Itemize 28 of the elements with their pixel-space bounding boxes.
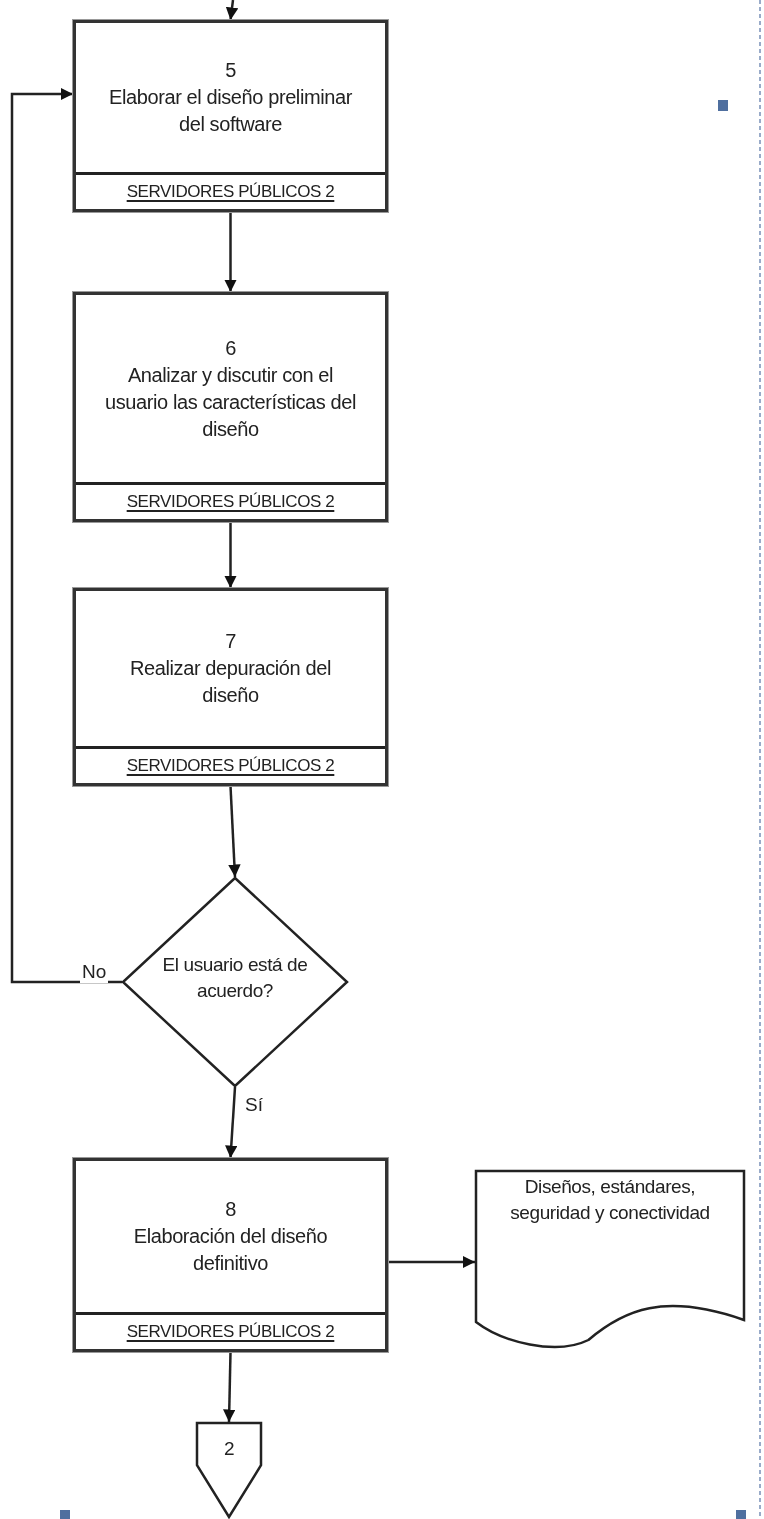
arrow <box>10 87 122 984</box>
decision-text: El usuario está de acuerdo? <box>161 953 309 1003</box>
edge-label: No <box>80 962 109 983</box>
step-number: 7 <box>225 629 236 654</box>
responsible-role: SERVIDORES PÚBLICOS 2 <box>126 1322 335 1342</box>
arrow <box>225 0 239 21</box>
process-box <box>73 588 388 786</box>
process-box <box>73 1158 388 1352</box>
step-number: 5 <box>225 58 236 83</box>
step-text: Realizar depuración del diseño <box>129 656 332 708</box>
arrow <box>228 785 241 878</box>
step-text: Analizar y discutir con el usuario las características del diseño <box>104 362 357 442</box>
arrow <box>388 1255 475 1269</box>
process-box <box>73 20 388 212</box>
connector-number: 2 <box>222 1437 236 1461</box>
step-number: 6 <box>225 335 236 361</box>
process-box <box>73 292 388 522</box>
arrow <box>224 522 237 588</box>
responsible-role: SERVIDORES PÚBLICOS 2 <box>126 756 335 776</box>
arrow <box>223 1351 236 1423</box>
arrow <box>224 212 237 292</box>
step-text: Elaborar el diseño preliminar del software <box>108 85 353 137</box>
step-text: Elaboración del diseño definitivo <box>132 1224 329 1276</box>
responsible-role: SERVIDORES PÚBLICOS 2 <box>126 182 335 202</box>
step-number: 8 <box>225 1197 236 1222</box>
arrow <box>225 1086 238 1159</box>
responsible-role: SERVIDORES PÚBLICOS 2 <box>126 492 335 512</box>
document-text: Diseños, estándares, seguridad y conectividad <box>509 1175 711 1225</box>
